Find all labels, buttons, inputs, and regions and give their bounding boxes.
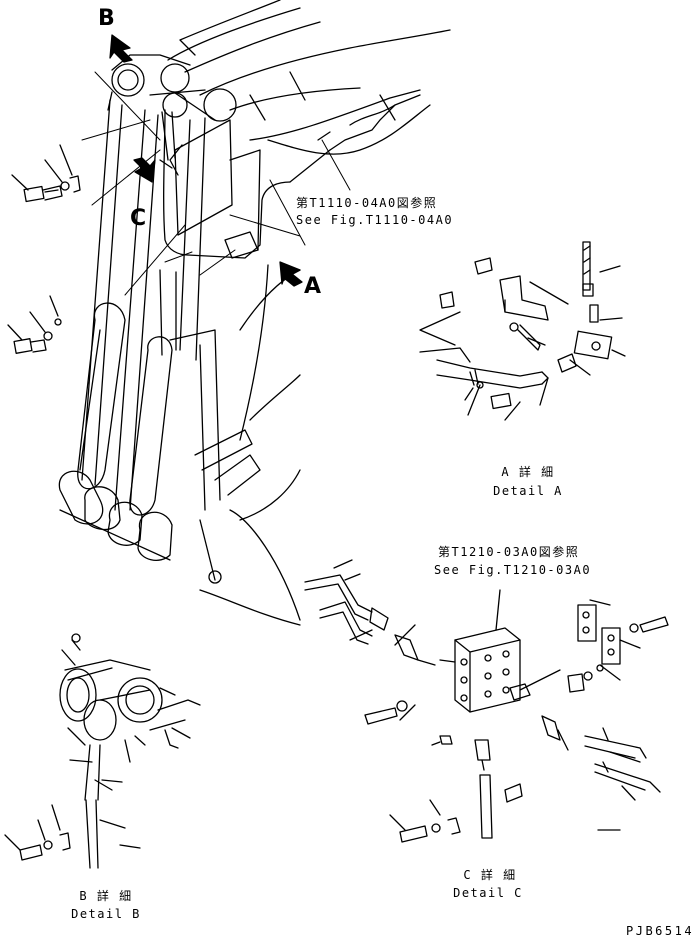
detail-a-japanese: A 詳 細 <box>501 465 555 479</box>
reference-2-english: See Fig.T1210-03A0 <box>434 563 592 577</box>
reference-1-japanese: 第T1110-04A0図参照 <box>296 196 438 210</box>
view-c-callout: C <box>130 206 147 231</box>
view-a-callout: A <box>304 274 322 299</box>
detail-a-drawing <box>419 241 626 421</box>
drawing-number: PJB6514 <box>626 924 695 938</box>
hardware-upper-left <box>7 144 81 354</box>
view-arrows <box>109 34 303 287</box>
detail-b-japanese: B 詳 細 <box>79 889 133 903</box>
reference-2-japanese: 第T1210-03A0図参照 <box>438 545 580 559</box>
main-assembly <box>58 0 451 626</box>
detail-a-english: Detail A <box>493 484 563 498</box>
detail-b-drawing <box>4 633 201 869</box>
view-b-callout: B <box>98 6 115 31</box>
detail-c-drawing <box>304 559 669 843</box>
leader-lines-main <box>81 71 351 296</box>
reference-1-english: See Fig.T1110-04A0 <box>296 213 454 227</box>
detail-b-english: Detail B <box>71 907 141 921</box>
detail-c-english: Detail C <box>453 886 523 900</box>
detail-c-japanese: C 詳 細 <box>463 868 517 882</box>
